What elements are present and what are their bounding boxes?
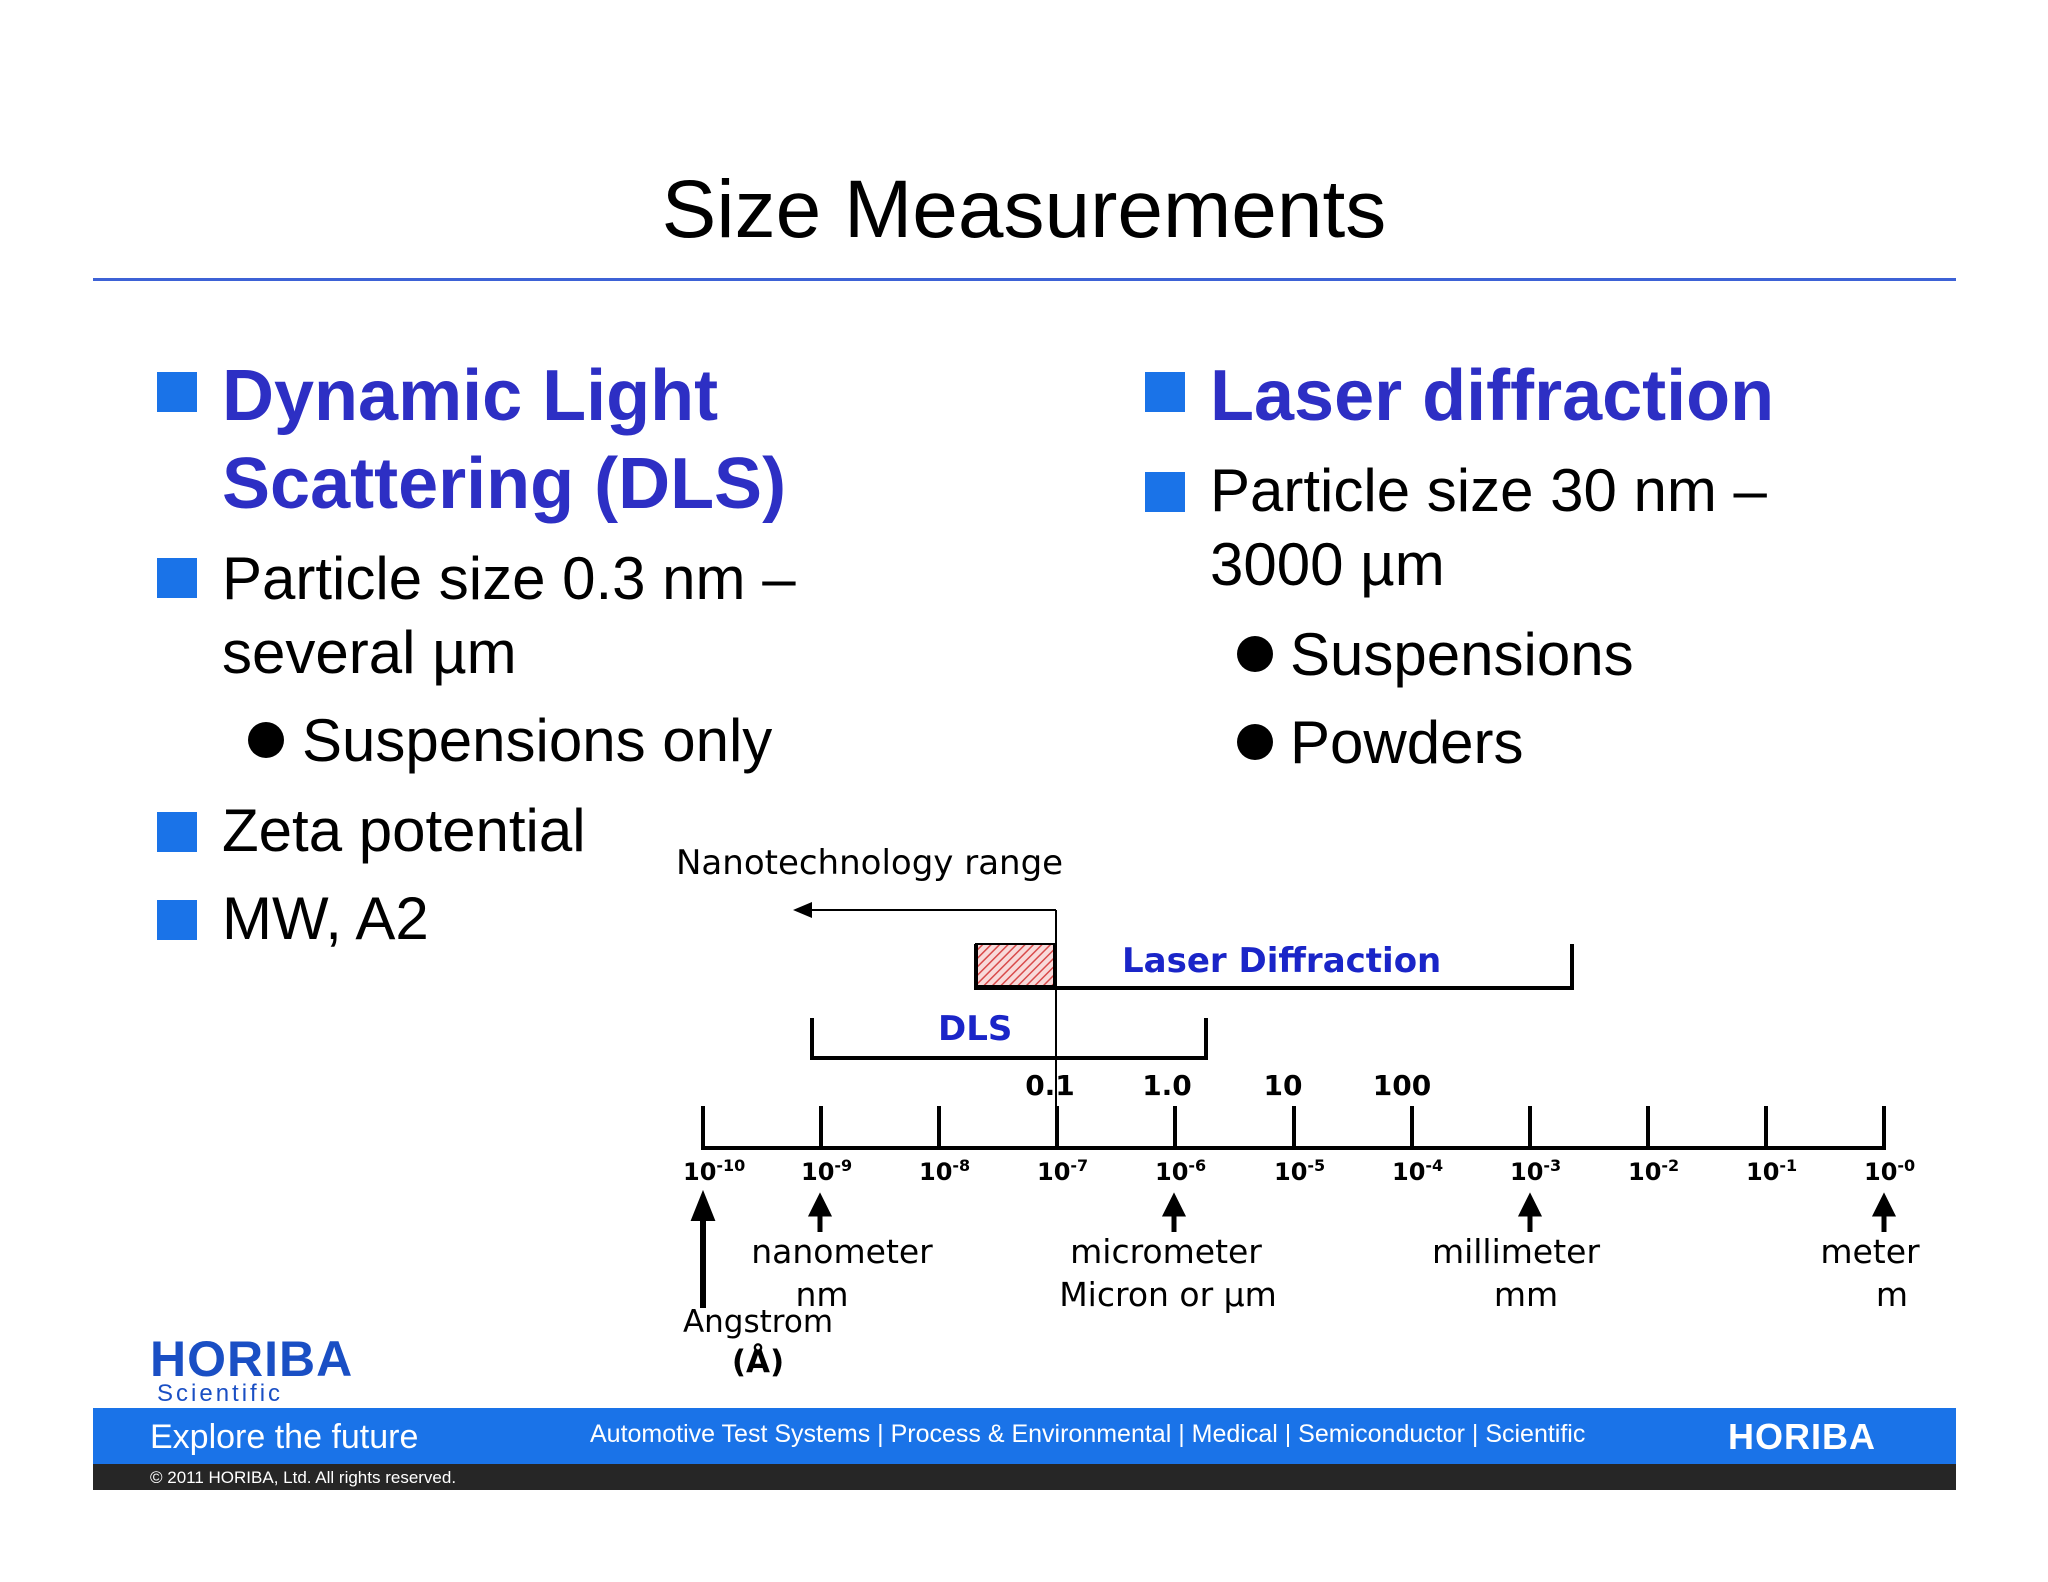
scale-tick-label: 10-10 [683, 1156, 745, 1186]
angstrom-label: Angstrom [683, 1304, 833, 1340]
nanotech-range-label: Nanotechnology range [676, 843, 1063, 883]
laser-diffraction-label: Laser Diffraction [1122, 941, 1441, 981]
laser-sub-powders: Powders [1290, 709, 1524, 776]
scale-tick-label: 10-9 [801, 1156, 852, 1186]
scale-tick-label: 10-3 [1510, 1156, 1561, 1186]
scale-tick-label: 10-0 [1864, 1156, 1915, 1186]
nanometer-arrow [807, 1192, 833, 1232]
laser-size-line2: 3000 µm [1210, 531, 1445, 598]
micron-label-1.0: 1.0 [1142, 1069, 1192, 1102]
scale-tick-label: 10-1 [1746, 1156, 1797, 1186]
bullet-square [157, 900, 197, 940]
laser-heading: Laser diffraction [1210, 356, 1775, 436]
micron-label-0.1: 0.1 [1025, 1069, 1075, 1102]
laser-size-line1: Particle size 30 nm – [1210, 457, 1767, 524]
copyright-text: © 2011 HORIBA, Ltd. All rights reserved. [150, 1468, 457, 1487]
bullet-square [1145, 372, 1185, 412]
copyright-bar [93, 1464, 1956, 1490]
horiba-logo: HORIBA [150, 1331, 354, 1387]
scale-tick-label: 10-6 [1155, 1156, 1206, 1186]
nm-label: nm [795, 1275, 848, 1314]
title-rule [93, 278, 1956, 281]
scale-tick-label: 10-2 [1628, 1156, 1679, 1186]
dls-sub-suspensions-only: Suspensions only [302, 707, 773, 774]
zeta-potential: Zeta potential [222, 797, 586, 864]
meter-arrow [1871, 1192, 1897, 1232]
scale-tick-label: 10-5 [1274, 1156, 1325, 1186]
micrometer-label: micrometer [1070, 1232, 1262, 1271]
laser-sub-suspensions: Suspensions [1290, 621, 1634, 688]
angstrom-arrow [690, 1189, 716, 1308]
m-label: m [1876, 1275, 1908, 1314]
nanotech-range-arrowhead [793, 902, 812, 918]
footer-tagline: Explore the future [150, 1418, 419, 1456]
dls-heading-line2: Scattering (DLS) [222, 444, 787, 524]
dls-label: DLS [938, 1009, 1012, 1049]
dls-size-line2: several µm [222, 619, 517, 686]
footer-horiba-logo: HORIBA [1728, 1416, 1876, 1457]
bullet-dot [248, 722, 284, 758]
nanometer-label: nanometer [751, 1232, 933, 1271]
scale-ticks [701, 1106, 1886, 1150]
footer-divisions: Automotive Test Systems | Process & Envi… [590, 1420, 1586, 1448]
horiba-logo-sub: Scientific [157, 1380, 284, 1407]
dls-bracket [810, 1018, 1208, 1060]
scale-tick-label: 10-7 [1037, 1156, 1088, 1186]
dls-heading-line1: Dynamic Light [222, 356, 719, 436]
hatched-overlap-box [975, 943, 1055, 987]
millimeter-arrow [1517, 1192, 1543, 1232]
laser-bracket [974, 944, 1574, 990]
bullet-square [157, 372, 197, 412]
mm-label: mm [1494, 1275, 1558, 1314]
millimeter-label: millimeter [1432, 1232, 1601, 1271]
bullet-dot [1237, 724, 1273, 760]
micron-label-100: 100 [1373, 1069, 1431, 1102]
micron-label-10: 10 [1264, 1069, 1303, 1102]
scale-tick-label: 10-4 [1392, 1156, 1443, 1186]
angstrom-symbol-label: (Å) [732, 1343, 784, 1380]
micrometer-arrow [1161, 1192, 1187, 1232]
dls-size-line1: Particle size 0.3 nm – [222, 545, 796, 612]
scale-tick-label: 10-8 [919, 1156, 970, 1186]
scale-tick-labels: 10-10 10-9 10-8 10-7 10-6 10-5 10-4 10-3 10-2 10-… [683, 1156, 1915, 1186]
micron-or-um-label: Micron or µm [1059, 1275, 1277, 1314]
slide-title: Size Measurements [661, 164, 1387, 255]
bullet-square [1145, 472, 1185, 512]
meter-label: meter [1820, 1232, 1920, 1271]
bullet-square [157, 812, 197, 852]
mw-a2: MW, A2 [222, 885, 429, 952]
bullet-square [157, 558, 197, 598]
bullet-dot [1237, 636, 1273, 672]
footer-bar [93, 1408, 1956, 1464]
